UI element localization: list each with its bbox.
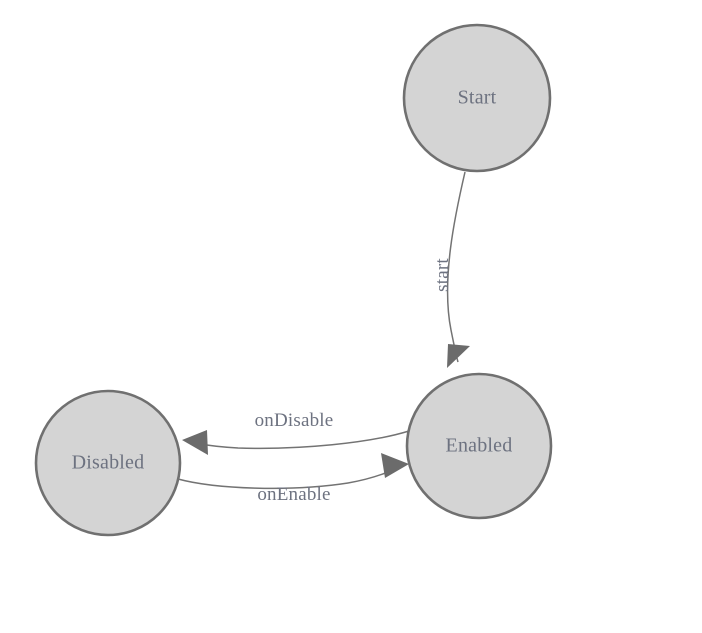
edge-label-onenable: onEnable <box>257 484 330 505</box>
node-start[interactable]: Start <box>402 23 552 173</box>
edge-enabled-to-disabled-arrowhead <box>182 430 208 455</box>
edge-disabled-to-enabled-arrowhead <box>381 453 409 478</box>
edge-disabled-to-enabled[interactable]: onEnable <box>177 453 409 505</box>
node-enabled[interactable]: Enabled <box>405 372 553 520</box>
node-enabled-label: Enabled <box>446 435 513 457</box>
edge-enabled-to-disabled[interactable]: onDisable <box>182 410 410 455</box>
edge-start-to-enabled[interactable]: start <box>432 171 470 368</box>
edge-start-to-enabled-arrowhead <box>447 344 470 368</box>
node-enabled-circle <box>405 372 553 520</box>
edge-label-start: start <box>432 258 453 292</box>
edge-label-ondisable: onDisable <box>255 410 334 431</box>
node-start-label: Start <box>458 87 497 109</box>
edge-disabled-to-enabled-path <box>177 471 389 490</box>
node-disabled[interactable]: Disabled <box>34 389 182 537</box>
node-start-circle <box>402 23 552 173</box>
node-disabled-circle <box>34 389 182 537</box>
edge-enabled-to-disabled-path <box>193 430 410 450</box>
node-disabled-label: Disabled <box>72 452 145 474</box>
